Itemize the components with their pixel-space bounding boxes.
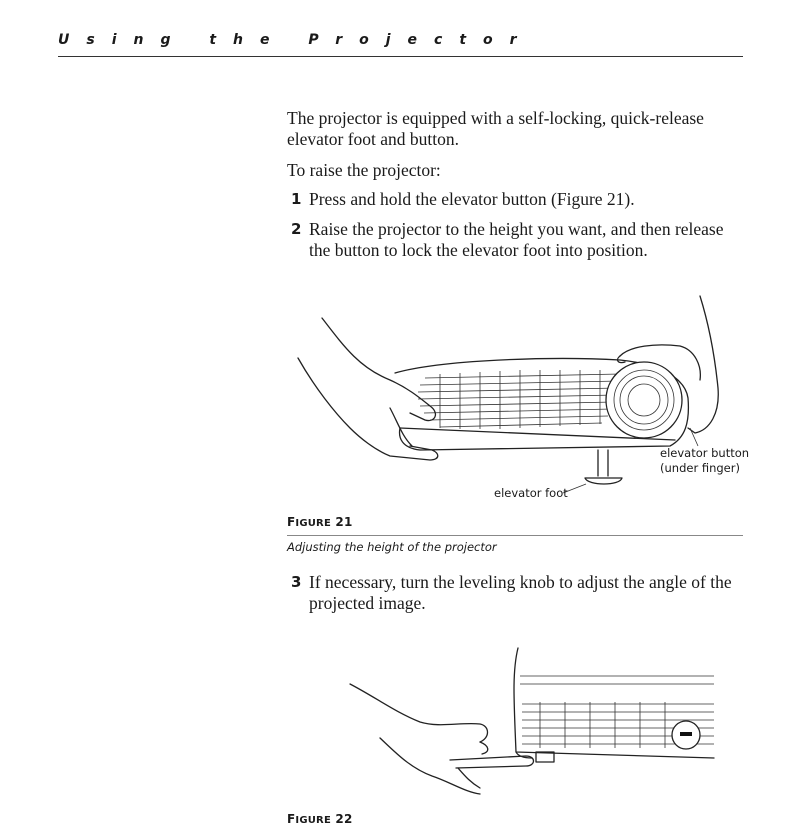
- elevator-button-callout: elevator button (under finger): [660, 446, 749, 476]
- figure-21-label: FIGURE 21: [287, 515, 353, 529]
- figure-22-illustration: [349, 647, 715, 795]
- running-head: Using the Projector: [58, 32, 534, 48]
- step-number: 3: [291, 573, 302, 591]
- figure-22-label: FIGURE 22: [287, 812, 353, 826]
- figure-label-f: F: [287, 515, 296, 529]
- figure-label-number: 22: [335, 812, 353, 826]
- callout-line-2: (under finger): [660, 461, 740, 475]
- step-number: 1: [291, 190, 302, 208]
- step-2: 2 Raise the projector to the height you …: [287, 219, 749, 261]
- callout-line-1: elevator button: [660, 446, 750, 460]
- figure-21-divider: [287, 535, 743, 536]
- elevator-foot-callout: elevator foot: [494, 486, 568, 500]
- step-text: If necessary, turn the leveling knob to …: [309, 572, 732, 613]
- raise-heading: To raise the projector:: [287, 160, 441, 180]
- step-number: 2: [291, 220, 302, 238]
- step-3: 3 If necessary, turn the leveling knob t…: [287, 572, 749, 614]
- figure-21-caption: Adjusting the height of the projector: [287, 540, 497, 554]
- step-1: 1 Press and hold the elevator button (Fi…: [287, 189, 749, 210]
- step-text: Press and hold the elevator button (Figu…: [309, 189, 635, 209]
- figure-label-number: 21: [335, 515, 353, 529]
- figure-label-word: IGURE: [295, 518, 331, 529]
- step-text: Raise the projector to the height you wa…: [309, 219, 724, 260]
- figure-label-f: F: [287, 812, 296, 826]
- figure-21-illustration: [297, 295, 719, 494]
- header-divider: [58, 56, 743, 57]
- intro-paragraph: The projector is equipped with a self-lo…: [287, 108, 704, 149]
